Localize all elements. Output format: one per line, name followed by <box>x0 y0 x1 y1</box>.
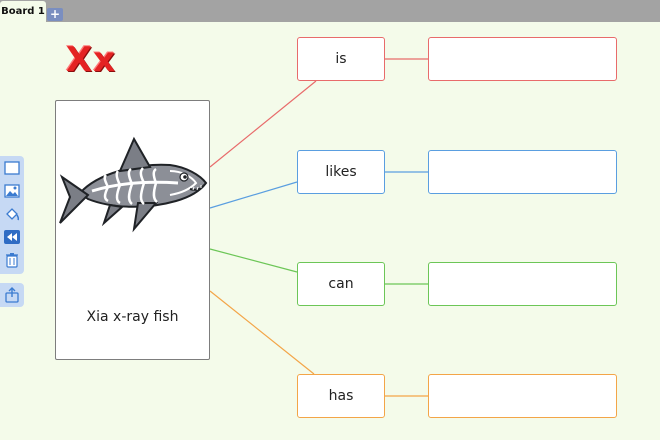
tab-board-1[interactable]: Board 1 <box>0 1 46 22</box>
word-box-can[interactable]: can <box>297 262 385 306</box>
connector-is <box>209 80 317 168</box>
picture-card[interactable]: Xia x-ray fish <box>55 100 210 360</box>
answer-box-has[interactable] <box>428 374 617 418</box>
connector-likes <box>209 181 298 209</box>
x-ray-fish-illustration <box>59 136 208 233</box>
word-box-has[interactable]: has <box>297 374 385 418</box>
rewind-icon[interactable] <box>2 227 22 247</box>
fill-icon[interactable] <box>2 204 22 224</box>
rectangle-icon[interactable] <box>2 158 22 178</box>
answer-box-likes[interactable] <box>428 150 617 194</box>
left-toolbar <box>0 156 24 274</box>
trash-icon[interactable] <box>2 250 22 270</box>
answer-box-can[interactable] <box>428 262 617 306</box>
connector-has <box>209 290 315 375</box>
add-tab-button[interactable]: + <box>47 8 63 21</box>
word-box-is[interactable]: is <box>297 37 385 81</box>
card-label: Xia x-ray fish <box>86 309 179 325</box>
tab-bar: Board 1 + <box>0 0 660 22</box>
image-icon[interactable] <box>2 181 22 201</box>
letter-title: Xx <box>66 40 117 80</box>
connector-can <box>209 248 298 273</box>
share-icon[interactable] <box>0 283 24 307</box>
word-box-likes[interactable]: likes <box>297 150 385 194</box>
answer-box-is[interactable] <box>428 37 617 81</box>
